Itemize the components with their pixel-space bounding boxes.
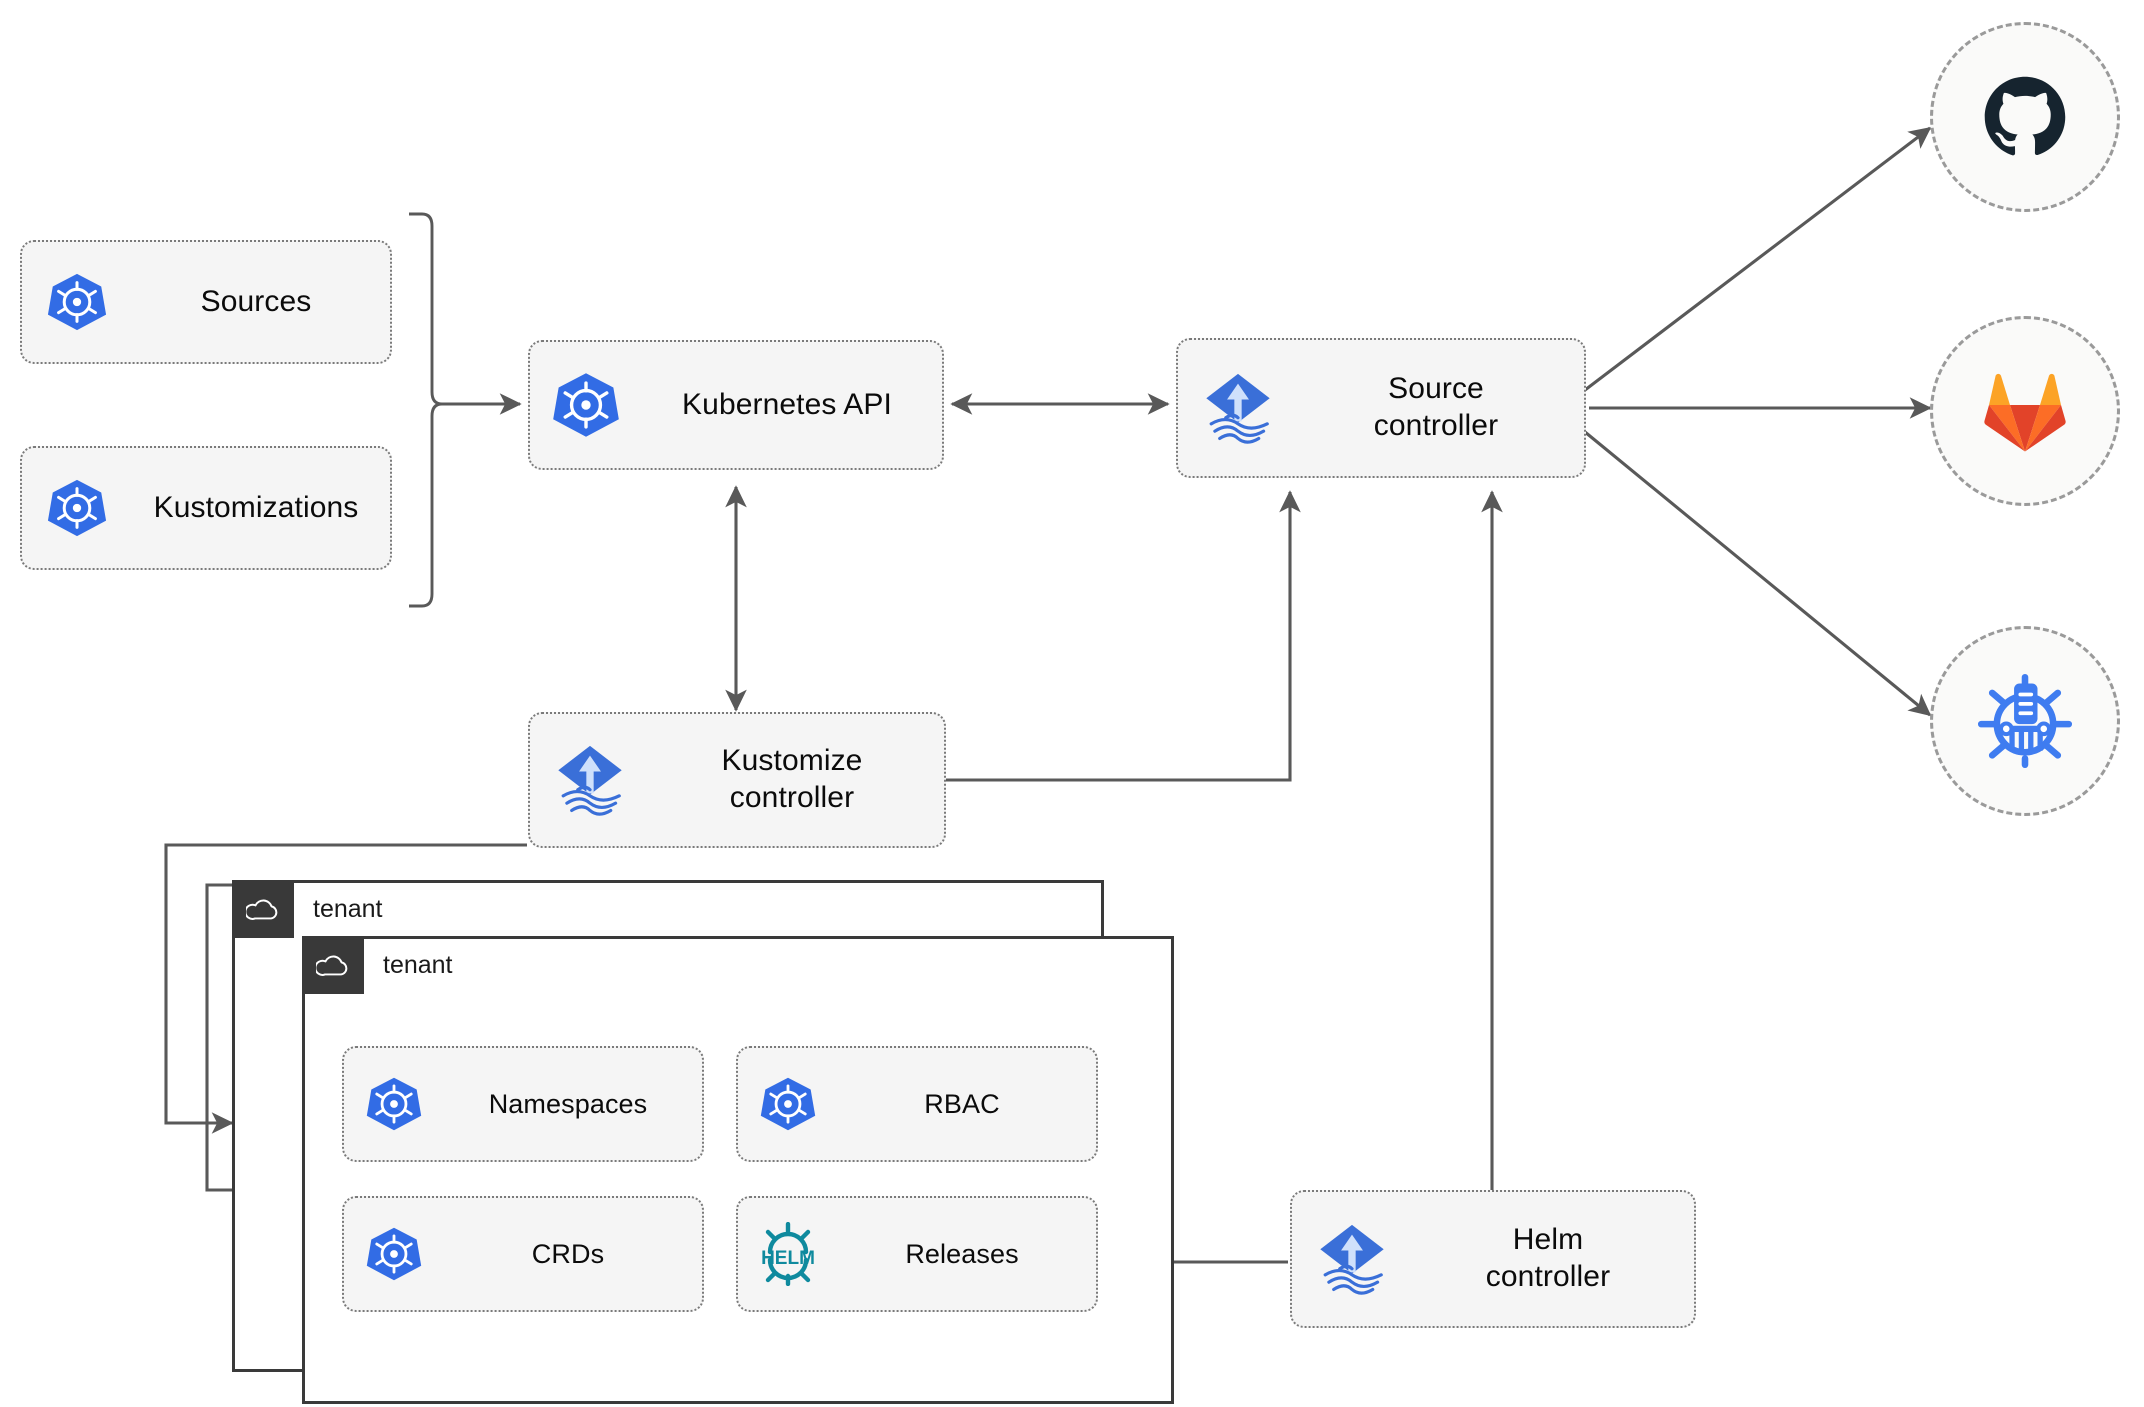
sources-bracket <box>409 212 443 608</box>
node-crds[interactable]: CRDs <box>342 1196 704 1312</box>
svg-text:HELM: HELM <box>761 1248 815 1269</box>
kubernetes-icon <box>22 271 132 333</box>
github-icon <box>1984 76 2066 156</box>
tenant-label: tenant <box>313 894 383 923</box>
provider-github[interactable] <box>1930 22 2120 212</box>
cloud-icon <box>302 936 364 994</box>
helm-icon: HELM <box>738 1222 838 1286</box>
node-label: CRDs <box>531 1238 605 1269</box>
node-label: Kubernetes API <box>682 387 892 421</box>
kubernetes-icon <box>22 477 132 539</box>
node-label: Kustomizations <box>153 490 359 524</box>
flux-icon <box>530 741 650 819</box>
node-sources[interactable]: Sources <box>20 240 392 364</box>
edge-source-to-bucket <box>1584 430 1932 717</box>
node-kubernetes-api[interactable]: Kubernetes API <box>528 340 944 470</box>
gitlab-icon <box>1984 373 2066 452</box>
kubernetes-icon <box>344 1075 444 1133</box>
node-releases[interactable]: HELM Releases <box>736 1196 1098 1312</box>
kubernetes-icon <box>738 1075 838 1133</box>
flux-icon <box>1178 369 1298 447</box>
cloud-icon <box>232 880 294 938</box>
kubernetes-icon <box>530 370 642 440</box>
provider-gitlab[interactable] <box>1930 316 2120 506</box>
helm-repository-icon <box>1977 673 2073 769</box>
node-label: Releases <box>905 1238 1019 1269</box>
kubernetes-icon <box>344 1225 444 1283</box>
tenant-label: tenant <box>383 950 453 979</box>
flux-icon <box>1292 1220 1412 1298</box>
edge-source-to-github <box>1584 126 1932 392</box>
node-label: Sources <box>200 284 312 318</box>
provider-bucket[interactable] <box>1930 626 2120 816</box>
node-label: Namespaces <box>488 1088 648 1119</box>
node-rbac[interactable]: RBAC <box>736 1046 1098 1162</box>
node-kustomizations[interactable]: Kustomizations <box>20 446 392 570</box>
edge-kustomize-to-source <box>945 490 1301 782</box>
node-label: RBAC <box>924 1088 1000 1119</box>
node-namespaces[interactable]: Namespaces <box>342 1046 704 1162</box>
tenant-container-inner[interactable]: tenant <box>302 936 1174 1404</box>
